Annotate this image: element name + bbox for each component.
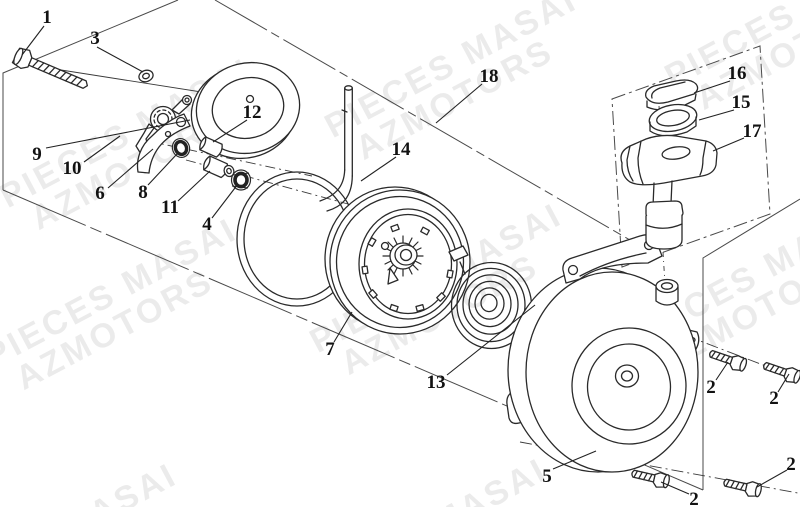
callout-14[interactable]: 14 <box>392 139 412 160</box>
callout-2[interactable]: 2 <box>786 454 796 475</box>
handle-subassembly-box <box>611 45 771 268</box>
assembly-boundary-line-18 <box>214 0 631 241</box>
part-handle-17 <box>620 134 718 250</box>
part-bolt-2 <box>629 465 672 491</box>
callout-13[interactable]: 13 <box>427 372 446 393</box>
part-washer-small <box>223 164 235 178</box>
watermark-text: PIECES MASAI <box>0 456 183 507</box>
part-bolt-1 <box>11 47 89 89</box>
callout-18[interactable]: 18 <box>480 66 499 87</box>
callout-16[interactable]: 16 <box>728 63 747 84</box>
callout-1[interactable]: 1 <box>42 7 52 28</box>
callout-2[interactable]: 2 <box>706 377 716 398</box>
pulley-hub <box>380 235 424 285</box>
callout-10[interactable]: 10 <box>63 158 82 179</box>
callout-9[interactable]: 9 <box>32 144 42 165</box>
callout-3[interactable]: 3 <box>90 28 100 49</box>
part-washer-8 <box>171 138 191 158</box>
callout-6[interactable]: 6 <box>95 183 105 204</box>
callout-8[interactable]: 8 <box>138 182 148 203</box>
part-bolt-2 <box>706 346 749 374</box>
part-spiral-spring-13 <box>448 245 533 350</box>
callout-2[interactable]: 2 <box>769 388 779 409</box>
part-rope-guide-ring-15 <box>648 103 698 137</box>
watermark-text: PIECES MASAI <box>629 466 800 507</box>
watermark-text: PIECES MASAI <box>289 451 554 507</box>
callout-11[interactable]: 11 <box>161 197 179 218</box>
callout-7[interactable]: 7 <box>325 339 335 360</box>
callout-leaders <box>21 25 790 495</box>
part-bushing-12 <box>199 136 223 158</box>
part-pulley-7 <box>324 186 471 335</box>
part-bolt-2 <box>721 474 764 500</box>
callout-12[interactable]: 12 <box>243 102 262 123</box>
part-bolt-2 <box>760 358 800 386</box>
part-starter-cup-9 <box>190 61 301 160</box>
callout-4[interactable]: 4 <box>202 214 212 235</box>
callout-labels: 1 3 9 10 6 8 11 4 12 14 18 7 13 5 2 2 2 … <box>32 7 796 507</box>
callout-15[interactable]: 15 <box>732 92 751 113</box>
part-housing-5 <box>506 234 700 473</box>
callout-5[interactable]: 5 <box>542 466 552 487</box>
callout-17[interactable]: 17 <box>743 121 763 142</box>
callout-2[interactable]: 2 <box>689 489 699 507</box>
part-nut-4 <box>230 169 252 191</box>
part-washer-3 <box>138 69 154 83</box>
